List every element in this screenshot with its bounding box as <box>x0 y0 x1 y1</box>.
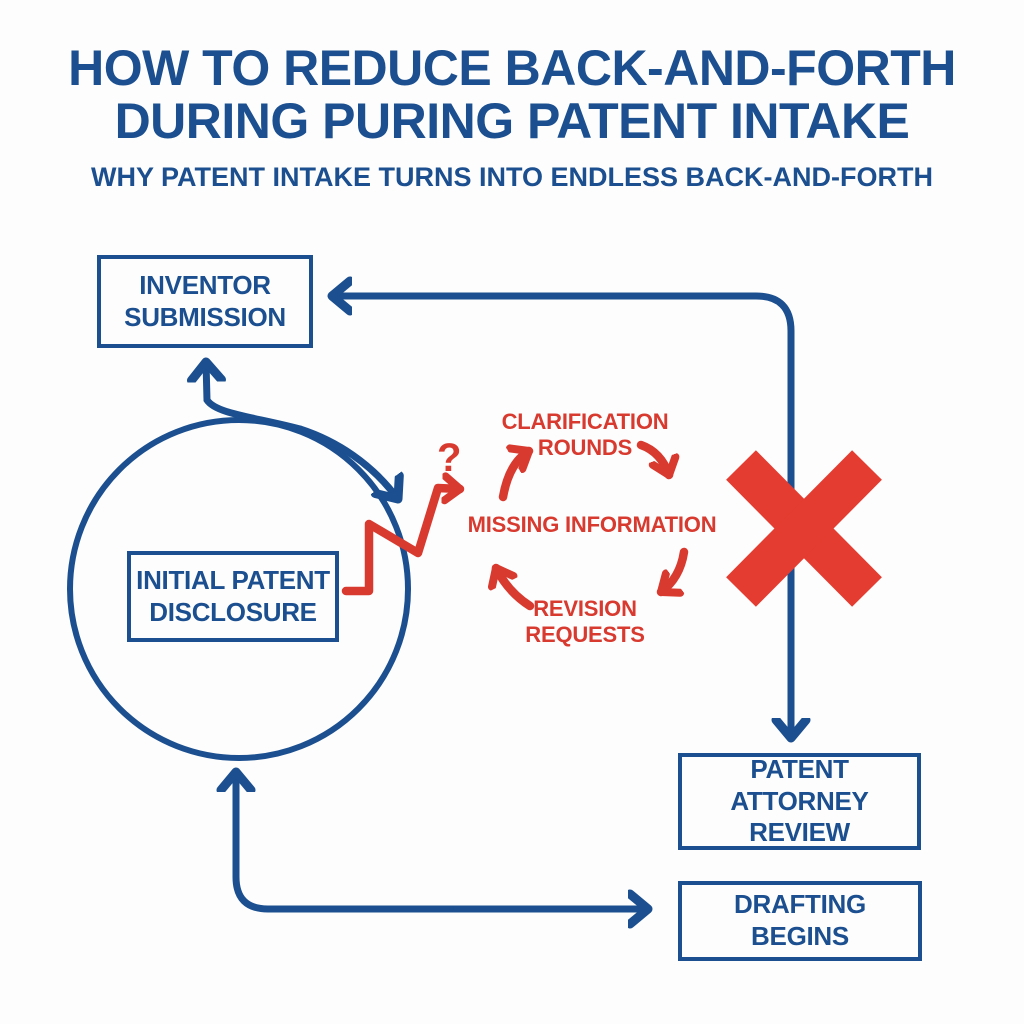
cycle-arrow-down-left-icon <box>656 547 689 592</box>
node-initial-patent-disclosure-label: INITIAL PATENT DISCLOSURE <box>136 564 330 627</box>
title-line-1: HOW TO REDUCE BACK-AND-FORTH <box>68 40 956 96</box>
arrow-circle-to-inventor-submission-icon <box>206 362 304 433</box>
node-patent-attorney-review-label: PATENT ATTORNEY REVIEW <box>730 753 869 848</box>
zigzag-arrow-icon <box>341 488 465 596</box>
cycle-label-missing-information: MISSING INFORMATION <box>467 512 717 537</box>
node-inventor-submission-label: INVENTOR SUBMISSION <box>124 269 286 332</box>
feedback-loop-circle-icon <box>67 417 411 761</box>
cycle-arrow-up-right-icon <box>498 451 534 502</box>
cycle-arrow-up-left-icon <box>496 563 535 611</box>
cycle-label-revision-requests: REVISION REQUESTS <box>525 596 645 647</box>
node-drafting-begins-label: DRAFTING BEGINS <box>734 889 866 951</box>
node-patent-attorney-review: PATENT ATTORNEY REVIEW <box>678 753 921 850</box>
title-line-2: DURING PURING PATENT INTAKE <box>114 93 910 149</box>
arrow-down-to-attorney-review-icon <box>556 292 791 738</box>
x-icon <box>726 450 882 607</box>
arrow-over-circle-to-cycle-icon <box>296 425 398 499</box>
cycle-label-clarification-rounds: CLARIFICATION ROUNDS <box>501 409 669 460</box>
node-drafting-begins: DRAFTING BEGINS <box>678 881 922 961</box>
page-title: HOW TO REDUCE BACK-AND-FORTH DURING PURI… <box>0 42 1024 148</box>
cycle-arrow-down-right-icon <box>636 440 669 480</box>
node-initial-patent-disclosure: INITIAL PATENT DISCLOSURE <box>127 551 339 642</box>
node-inventor-submission: INVENTOR SUBMISSION <box>97 255 313 348</box>
page-subtitle: WHY PATENT INTAKE TURNS INTO ENDLESS BAC… <box>91 162 933 192</box>
question-mark-icon: ? <box>437 436 462 480</box>
arrow-drafting-back-to-circle-icon <box>236 772 454 913</box>
